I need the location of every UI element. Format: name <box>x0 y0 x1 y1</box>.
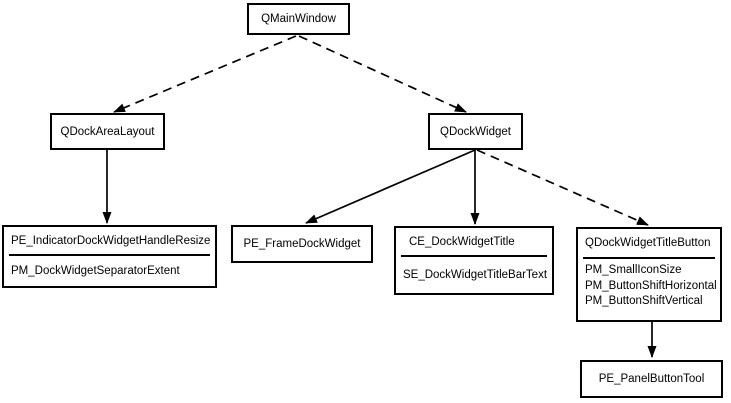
node-qmainwindow-label: QMainWindow <box>261 13 336 25</box>
node-row-ce-dockwidgettitle: CE_DockWidgetTitle <box>409 235 515 248</box>
node-pe-framedockwidget-label: PE_FrameDockWidget <box>243 238 361 250</box>
node-qdockwidget-label: QDockWidget <box>440 125 511 138</box>
edge-qmainwindow-to-qdockarealayout <box>113 35 297 113</box>
row-separator <box>401 255 547 257</box>
edge-qmainwindow-to-qdockwidget <box>298 35 467 113</box>
edge-qdockwidget-to-title-button-box <box>476 149 649 226</box>
node-row-se-dockwidgettitlebartext: SE_DockWidgetTitleBarText <box>403 269 548 281</box>
node-row-pm-buttonshifthorizontal: PM_ButtonShiftHorizontal <box>585 279 717 292</box>
node-pe-panelbuttontool-label: PE_PanelButtonTool <box>598 373 705 385</box>
edge-qdockwidget-to-frame-dock-widget <box>305 149 476 224</box>
row-separator <box>583 257 715 259</box>
node-row-pm-smalliconsize: PM_SmallIconSize <box>585 264 682 276</box>
node-qdockarealayout-label: QDockAreaLayout <box>60 125 155 138</box>
node-pe-panelbuttontool: PE_PanelButtonTool <box>580 360 723 398</box>
node-qdockwidgettitlebutton-metrics: PM_SmallIconSize PM_ButtonShiftHorizonta… <box>578 259 720 310</box>
node-qdockwidget: QDockWidget <box>428 113 523 150</box>
row-separator <box>9 254 210 256</box>
node-dock-widget-title-box: CE_DockWidgetTitle SE_DockWidgetTitleBar… <box>394 226 554 295</box>
node-row-pe-indicatordockwidgethandleresize: PE_IndicatorDockWidgetHandleResize <box>11 234 211 247</box>
node-dock-separator-box: PE_IndicatorDockWidgetHandleResize PM_Do… <box>2 225 217 288</box>
node-pe-framedockwidget: PE_FrameDockWidget <box>231 225 373 263</box>
node-qdockwidgettitlebutton-title: QDockWidgetTitleButton <box>585 237 711 249</box>
node-qdockwidgettitlebutton: QDockWidgetTitleButton PM_SmallIconSize … <box>576 227 722 322</box>
node-row-pm-dockwidgetseparatorextent: PM_DockWidgetSeparatorExtent <box>11 265 180 277</box>
node-row-pm-buttonshiftvertical: PM_ButtonShiftVertical <box>585 295 703 307</box>
node-qmainwindow: QMainWindow <box>247 3 350 35</box>
node-qdockarealayout: QDockAreaLayout <box>50 113 165 150</box>
